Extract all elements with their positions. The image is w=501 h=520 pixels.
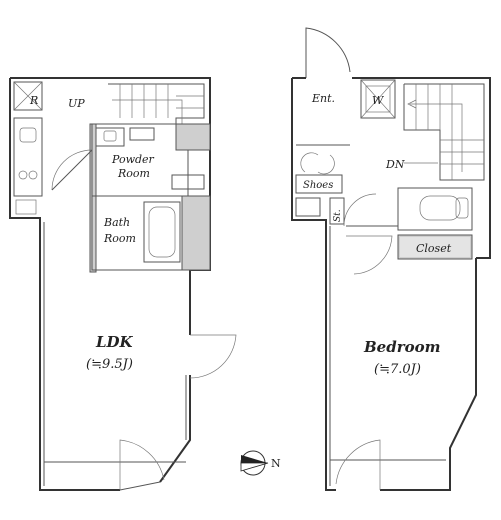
door-swing (335, 439, 381, 490)
closet-label: Closet (416, 242, 452, 255)
right-unit-wall-left (291, 78, 336, 491)
powder-room-label-2: Room (117, 167, 150, 180)
left-unit: R UP Powder Room (9, 77, 237, 491)
entrance-label: Ent. (311, 92, 335, 105)
door-swing (119, 439, 165, 490)
compass-north-label: N (271, 457, 281, 470)
stair-up-label: UP (68, 97, 85, 110)
left-unit-wall-right-lower (159, 375, 191, 483)
bedroom-size: (≒7.0J) (374, 362, 421, 377)
bath-room-label-2: Room (103, 232, 136, 245)
cabinet (15, 199, 37, 215)
fridge-label: R (29, 94, 38, 107)
compass-needle-icon (241, 455, 268, 463)
door-swing (51, 149, 93, 191)
left-unit-wall-left (9, 78, 120, 491)
door-swing (300, 152, 335, 175)
storage-label: St. (333, 209, 343, 222)
shoes-cabinet (295, 174, 343, 194)
washer (360, 79, 396, 119)
shelf (129, 127, 155, 141)
washer-label: W (372, 94, 385, 107)
ldk-label: LDK (95, 333, 134, 351)
toilet-icon (419, 195, 461, 221)
bathtub (143, 201, 181, 263)
basin-icon (103, 130, 117, 142)
shoes-label: Shoes (303, 180, 333, 191)
entrance-door-swing (305, 27, 351, 78)
washer-space (171, 174, 205, 190)
bath-room-label-1: Bath (103, 216, 130, 229)
toilet-room (397, 187, 473, 231)
bathtub-basin (148, 206, 176, 258)
pipe-shaft (181, 195, 211, 271)
cabinet (295, 197, 321, 217)
right-unit: Ent. W DN Shoes St. (291, 27, 491, 491)
powder-room-label-1: Powder (111, 153, 155, 166)
storage (329, 197, 345, 225)
right-unit-wall-top-right (352, 77, 491, 259)
sink-icon (19, 127, 37, 143)
vanity (95, 127, 125, 147)
ldk-size: (≒9.5J) (86, 357, 133, 372)
kitchen-counter (13, 117, 43, 197)
door-swing (343, 193, 377, 227)
right-unit-wall-right (380, 258, 477, 491)
wall-thick (89, 123, 97, 273)
stair-down-label: DN (385, 158, 405, 171)
stair-down (403, 83, 485, 181)
stove-burner-icon (28, 170, 38, 180)
fridge (13, 81, 43, 111)
compass: N (240, 450, 281, 476)
stove-burner-icon (18, 170, 28, 180)
bedroom-label: Bedroom (363, 338, 441, 356)
duct (175, 123, 211, 151)
door-swing (346, 235, 393, 275)
door-swing (189, 334, 237, 379)
